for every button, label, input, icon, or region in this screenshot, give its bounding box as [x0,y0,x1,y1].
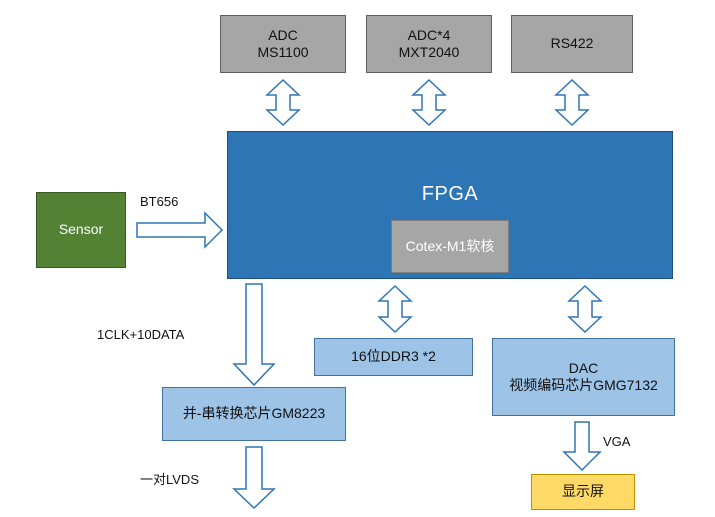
display-box: 显示屏 [531,474,635,510]
adc-mxt2040-line2: MXT2040 [398,44,460,60]
rs422-box: RS422 [511,15,633,73]
rs422-bidirectional-arrow [554,78,590,127]
dac-box: DAC 视频编码芯片GMG7132 [492,338,675,416]
adc-ms1100-line2: MS1100 [257,44,309,60]
sensor-box: Sensor [36,192,126,268]
cortex-m1-core-box: Cotex-M1软核 [391,220,509,273]
ddr3-label: 16位DDR3 *2 [351,348,436,365]
adc-mxt2040-box: ADC*4 MXT2040 [366,15,492,73]
adc-ms1100-bidirectional-arrow [265,78,301,127]
fpga-title: FPGA [421,183,479,205]
ddr3-bidirectional-arrow [377,284,413,334]
display-label: 显示屏 [562,483,604,500]
dac-bidirectional-arrow [567,284,603,334]
vga-arrow [562,421,602,472]
lvds-label: 一对LVDS [140,472,199,487]
bt656-label: BT656 [140,194,179,209]
serializer-label: 并-串转换芯片GM8223 [182,405,326,422]
bt656-arrow [136,211,224,249]
clk-data-label: 1CLK+10DATA [97,327,185,342]
adc-ms1100-box: ADC MS1100 [220,15,346,73]
adc-ms1100-line1: ADC [268,26,298,43]
vga-label: VGA [603,434,631,449]
rs422-label: RS422 [550,35,594,52]
dac-line2: 视频编码芯片GMG7132 [509,377,658,393]
lvds-output-arrow [232,446,276,510]
parallel-data-arrow [232,283,276,387]
cortex-m1-core-label: Cotex-M1软核 [405,237,495,254]
adc-mxt2040-bidirectional-arrow [411,78,447,127]
dac-line1: DAC [568,359,599,376]
sensor-label: Sensor [58,221,104,238]
adc-mxt2040-line1: ADC*4 [407,26,451,43]
ddr3-box: 16位DDR3 *2 [314,338,473,376]
serializer-box: 并-串转换芯片GM8223 [162,387,346,441]
